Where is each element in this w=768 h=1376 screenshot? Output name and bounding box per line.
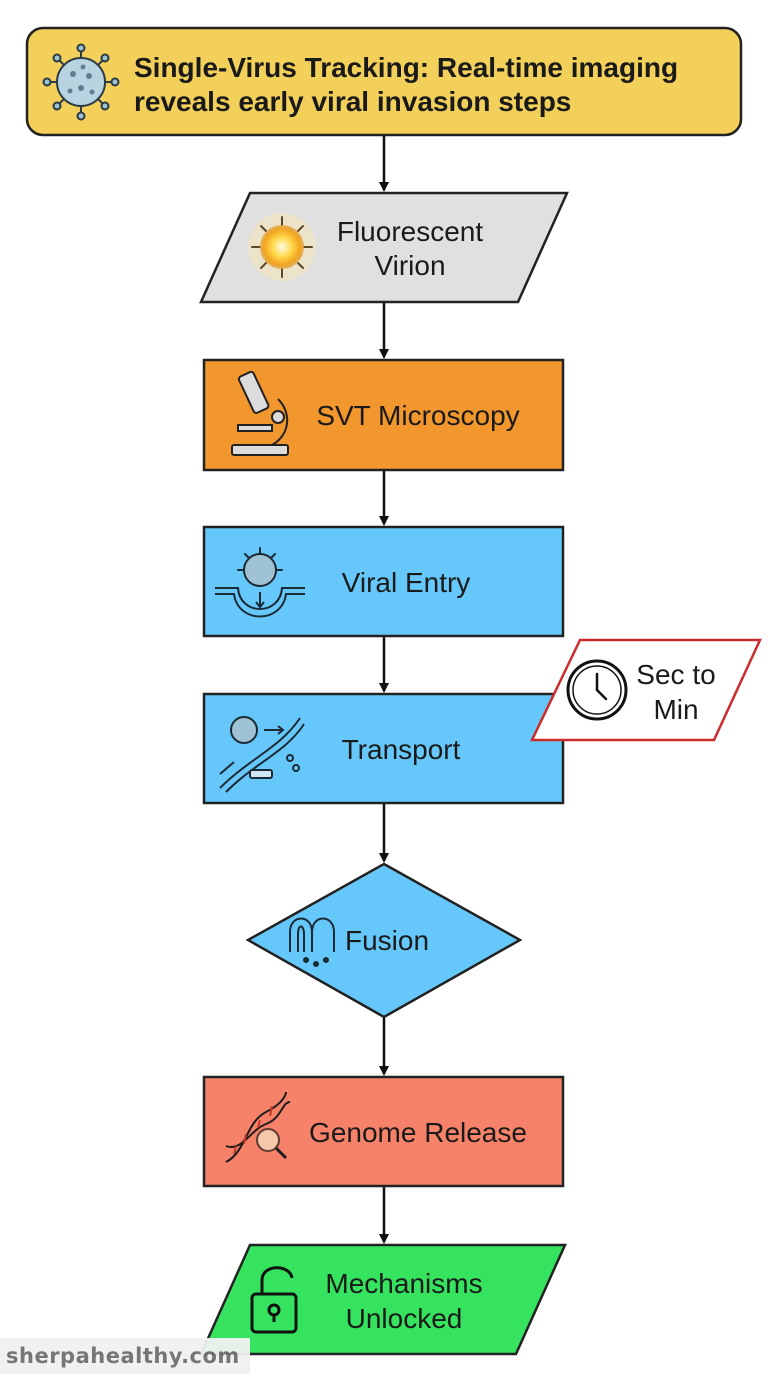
- virion-label-line-1: Fluorescent: [337, 216, 484, 247]
- genome-label: Genome Release: [309, 1117, 527, 1148]
- clock-icon: [566, 659, 628, 721]
- note-line-1: Sec to: [636, 659, 715, 690]
- membrane-fusion-icon: [289, 917, 335, 967]
- virus-icon: [42, 43, 120, 121]
- unlocked-label-line-2: Unlocked: [346, 1303, 463, 1334]
- step-transport: Transport: [202, 692, 565, 805]
- step-genome-release: Genome Release: [202, 1075, 565, 1188]
- transport-label: Transport: [342, 734, 461, 765]
- entry-label: Viral Entry: [342, 567, 471, 598]
- watermark-text: sherpahealthy.com: [0, 1338, 250, 1374]
- side-note-duration: Sec to Min: [530, 638, 762, 742]
- note-line-2: Min: [653, 694, 698, 725]
- glowing-virion-icon: [248, 213, 316, 281]
- unlocked-padlock-icon: [250, 1266, 298, 1334]
- virion-label-line-2: Virion: [374, 250, 445, 281]
- step-viral-entry: Viral Entry: [202, 525, 565, 638]
- step-svt-microscopy: SVT Microscopy: [202, 358, 565, 472]
- unlocked-label-line-1: Mechanisms: [325, 1268, 482, 1299]
- title-line-2: reveals early viral invasion steps: [134, 86, 571, 117]
- fusion-label: Fusion: [345, 925, 429, 956]
- title-line-1: Single-Virus Tracking: Real-time imaging: [134, 52, 678, 83]
- dna-magnifier-icon: [225, 1091, 291, 1163]
- step-fluorescent-virion: Fluorescent Virion: [199, 191, 569, 304]
- microscopy-label: SVT Microscopy: [316, 400, 519, 431]
- virus-endocytosis-icon: [215, 547, 305, 618]
- virus-transport-icon: [219, 716, 305, 793]
- microscope-icon: [231, 370, 289, 456]
- title-box: Single-Virus Tracking: Real-time imaging…: [25, 26, 743, 137]
- step-fusion: Fusion: [245, 862, 523, 1019]
- step-mechanisms-unlocked: Mechanisms Unlocked: [199, 1243, 567, 1356]
